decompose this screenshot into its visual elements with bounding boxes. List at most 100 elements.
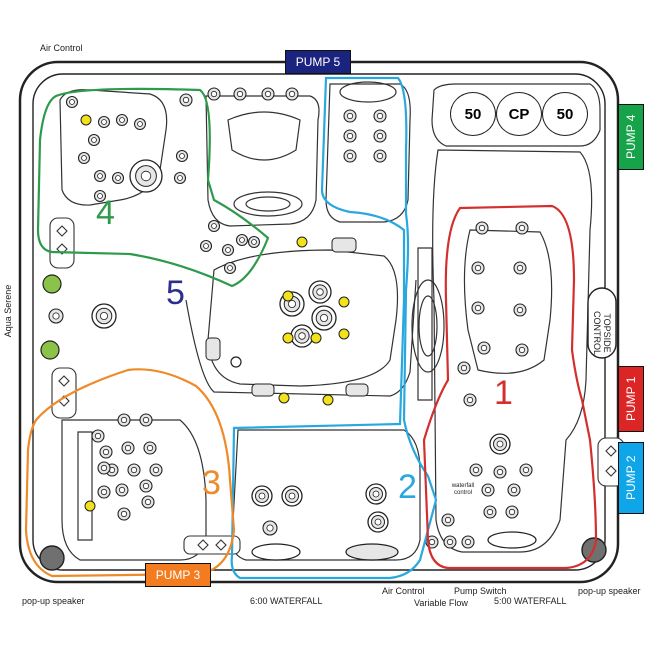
jet-nozzle: [444, 516, 452, 524]
jet-nozzle: [516, 306, 524, 314]
light: [296, 236, 308, 248]
jet-nozzle: [346, 152, 354, 160]
jet-nozzle: [460, 364, 468, 372]
waterfall: [345, 543, 399, 561]
side-ornaments: [49, 217, 625, 555]
jet-nozzle: [211, 223, 217, 229]
jet-nozzle: [486, 508, 494, 516]
popup-speaker-right-label: pop-up speaker: [578, 586, 641, 596]
jet-nozzle: [137, 121, 143, 127]
jet-nozzle: [518, 346, 526, 354]
waterfall-500-label: 5:00 WATERFALL: [494, 596, 567, 606]
jet-nozzle: [182, 96, 190, 104]
pump-3-tab: PUMP 3: [145, 563, 211, 587]
light: [84, 500, 96, 512]
jet-nozzle: [97, 173, 103, 179]
zone-5-number: 5: [166, 274, 185, 312]
large-jet-center: [316, 288, 324, 296]
grille: [331, 237, 357, 253]
zone-3-outline: [24, 368, 236, 578]
jet-nozzle: [119, 117, 125, 123]
jet-nozzle: [478, 224, 486, 232]
jet-nozzle: [236, 90, 244, 98]
light: [80, 114, 92, 126]
jet-nozzle: [91, 137, 97, 143]
jet-nozzle: [102, 448, 110, 456]
variable-flow-label: Variable Flow: [414, 598, 468, 608]
large-jet-center: [319, 313, 328, 322]
jet-nozzle: [227, 265, 233, 271]
jet-nozzle: [69, 99, 75, 105]
jet-nozzle: [264, 90, 272, 98]
jet-nozzle: [100, 488, 108, 496]
zone-3-number: 3: [202, 464, 221, 502]
topside-control-label: TOPSIDE CONTROL: [592, 311, 612, 356]
large-jet-center: [100, 311, 109, 320]
jet-nozzle: [94, 432, 102, 440]
jet-nozzle: [120, 510, 128, 518]
waterfall-600: [251, 543, 301, 561]
large-jet-center: [374, 518, 382, 526]
pump-switch-label: Pump Switch: [454, 586, 507, 596]
large-jet-center: [288, 492, 296, 500]
jet-nozzle: [115, 175, 121, 181]
popup-speaker-left: [39, 545, 65, 571]
jet-nozzle: [464, 538, 472, 546]
large-jet-center: [496, 440, 504, 448]
jet-nozzle: [146, 444, 154, 452]
large-jet-center: [298, 332, 306, 340]
jet-nozzle: [376, 112, 384, 120]
waterfall-600-label: 6:00 WATERFALL: [250, 596, 323, 606]
large-jet-center: [258, 492, 266, 500]
popup-speaker-left-label: pop-up speaker: [22, 596, 85, 606]
jet-nozzle: [508, 508, 516, 516]
aqua-serene-button: [40, 340, 60, 360]
light: [310, 332, 322, 344]
grille: [205, 337, 221, 361]
jet-nozzle: [428, 538, 436, 546]
jet-nozzle: [124, 444, 132, 452]
jet-nozzle: [516, 264, 524, 272]
jet-nozzle: [522, 466, 530, 474]
jet-nozzle: [203, 243, 209, 249]
jet-nozzle: [81, 155, 87, 161]
jet-nozzle: [484, 486, 492, 494]
jet-nozzle: [518, 224, 526, 232]
jet-nozzle: [120, 416, 128, 424]
pump-2-tab: PUMP 2: [618, 442, 644, 514]
jet-nozzle: [177, 175, 183, 181]
jet-nozzle: [118, 486, 126, 494]
jet-nozzle: [480, 344, 488, 352]
light: [322, 394, 334, 406]
jet-nozzle: [142, 482, 150, 490]
jet-nozzle: [474, 304, 482, 312]
air-control-bottom-label: Air Control: [382, 586, 425, 596]
control-button-center: CP: [496, 92, 542, 136]
jet-nozzle: [446, 538, 454, 546]
jet-nozzle: [142, 416, 150, 424]
aqua-serene-label: Aqua Serene: [3, 284, 13, 338]
jet-nozzle: [474, 264, 482, 272]
light: [338, 296, 350, 308]
seat-contours: [59, 81, 601, 561]
light: [278, 392, 290, 404]
large-jet-center: [140, 170, 152, 182]
jets-group: [39, 87, 607, 571]
large-jet-center: [287, 299, 296, 308]
large-jet-center: [372, 490, 380, 498]
zone-2-outline: [230, 76, 438, 580]
jet-nozzle: [97, 193, 103, 199]
jet-nozzle: [466, 396, 474, 404]
jet-nozzle: [144, 498, 152, 506]
waterfall-control-label: waterfall control: [451, 483, 475, 496]
light: [282, 290, 294, 302]
light: [338, 328, 350, 340]
jet-nozzle: [130, 466, 138, 474]
zone-4-outline: [36, 87, 270, 288]
jet-nozzle: [346, 112, 354, 120]
drain: [230, 356, 242, 368]
zone-2-number: 2: [398, 468, 417, 506]
jet-nozzle: [210, 90, 218, 98]
jet-nozzle: [288, 90, 296, 98]
